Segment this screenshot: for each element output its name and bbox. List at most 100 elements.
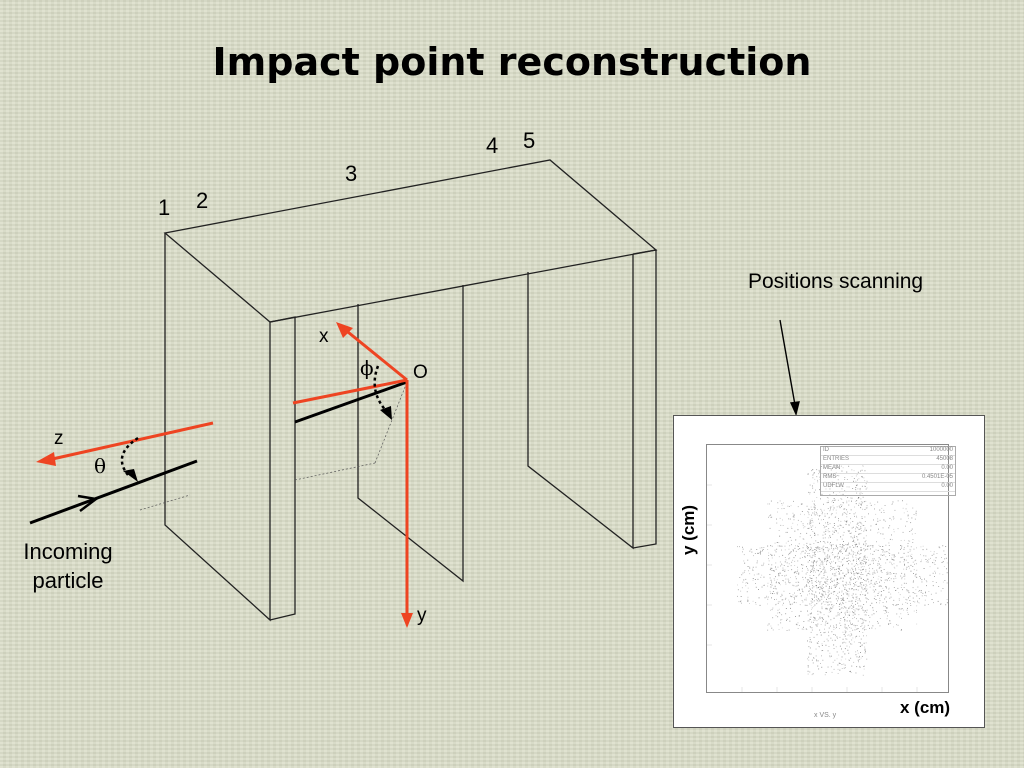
- scatter-dot: [823, 601, 825, 603]
- scatter-dot: [806, 545, 807, 546]
- scatter-dot: [842, 544, 844, 545]
- scatter-dot: [862, 619, 864, 621]
- scatter-dot: [840, 570, 842, 571]
- scatter-dot: [791, 603, 793, 605]
- scatter-dot: [770, 553, 771, 555]
- scatter-dot: [857, 602, 859, 604]
- scatter-dot: [844, 588, 846, 590]
- scatter-dot: [866, 578, 868, 580]
- scatter-dot: [814, 618, 816, 619]
- scatter-dot: [816, 469, 818, 471]
- phi-label: ϕ: [360, 356, 374, 380]
- scatter-dot: [853, 661, 855, 663]
- scatter-dot: [855, 572, 857, 574]
- scatter-dot: [858, 605, 860, 607]
- scatter-dot: [863, 548, 865, 550]
- scatter-dot: [862, 559, 864, 561]
- scatter-dot: [805, 585, 807, 587]
- scatter-dot: [914, 601, 916, 603]
- scatter-dot: [873, 550, 875, 552]
- scatter-dot: [810, 588, 811, 590]
- scatter-dot: [847, 594, 849, 596]
- scatter-dot: [844, 620, 846, 622]
- scatter-dot: [801, 588, 803, 590]
- scatter-dot: [824, 542, 826, 544]
- scatter-dot: [817, 665, 819, 667]
- scatter-dot: [837, 555, 838, 557]
- scatter-dot: [857, 498, 859, 499]
- scatter-dot: [800, 503, 802, 505]
- scatter-dot: [855, 503, 857, 505]
- scatter-dot: [804, 526, 806, 528]
- scatter-dot: [928, 558, 930, 560]
- scatter-dot: [878, 591, 880, 593]
- scatter-dot: [817, 509, 818, 511]
- scatter-dot: [819, 489, 821, 491]
- scatter-dot: [865, 543, 867, 545]
- scatter-dot: [806, 505, 808, 507]
- scatter-dot: [833, 499, 835, 501]
- scatter-dot: [846, 558, 848, 559]
- scatter-dot: [794, 592, 795, 594]
- scatter-dot: [809, 492, 811, 494]
- scatter-dot: [892, 501, 894, 503]
- scatter-dot: [834, 528, 836, 530]
- scatter-dot: [824, 631, 826, 633]
- scatter-dot: [853, 612, 855, 614]
- scatter-dot: [838, 505, 840, 507]
- scatter-dot: [819, 559, 821, 561]
- scatter-dot: [924, 604, 926, 606]
- scatter-dot: [767, 624, 769, 626]
- scatter-dot: [825, 476, 827, 478]
- page-title: Impact point reconstruction: [212, 40, 812, 84]
- scatter-dot: [793, 572, 795, 574]
- scatter-dot: [830, 558, 831, 560]
- scatter-dot: [823, 591, 825, 593]
- scatter-dot: [822, 620, 823, 622]
- scatter-dot: [816, 659, 817, 661]
- scatter-dot: [878, 528, 879, 530]
- scatter-dot: [827, 502, 829, 503]
- scatter-dot: [826, 601, 828, 603]
- scatter-dot: [866, 556, 868, 558]
- scatter-dot: [865, 507, 867, 509]
- scatter-dot: [820, 541, 821, 543]
- scatter-dot: [945, 546, 947, 547]
- scatter-dot: [827, 521, 829, 523]
- scatter-dot: [825, 547, 827, 548]
- scatter-dot: [867, 545, 869, 547]
- scatter-dot: [932, 562, 934, 564]
- scatter-dot: [768, 563, 770, 565]
- scatter-dot: [888, 612, 889, 613]
- scatter-dot: [900, 587, 902, 588]
- scatter-dot: [860, 657, 862, 659]
- scatter-dot: [837, 559, 839, 561]
- scatter-dot: [863, 543, 865, 545]
- scatter-dot: [820, 596, 822, 597]
- scatter-dot: [863, 544, 865, 546]
- scatter-dot: [857, 585, 859, 587]
- scatter-dot: [801, 503, 803, 505]
- scatter-dot: [814, 509, 816, 510]
- scatter-dot: [787, 540, 789, 542]
- scatter-dot: [834, 556, 835, 558]
- scatter-dot: [806, 542, 808, 544]
- scatter-dot: [899, 594, 901, 596]
- scatter-dot: [886, 607, 888, 608]
- scatter-dot: [811, 529, 813, 530]
- scatter-dot: [779, 500, 781, 502]
- scatter-dot: [851, 476, 853, 477]
- scatter-dot: [830, 582, 831, 583]
- scatter-dot: [789, 593, 791, 594]
- scatter-dot: [833, 593, 834, 595]
- scatter-dot: [865, 507, 867, 509]
- scatter-dot: [843, 617, 844, 618]
- scatter-dot: [885, 586, 887, 588]
- scatter-dot: [885, 556, 887, 558]
- scatter-dot: [816, 642, 818, 644]
- scatter-dot: [939, 573, 941, 575]
- scatter-dot: [879, 625, 881, 627]
- scatter-dot: [924, 599, 926, 601]
- scatter-dot: [820, 466, 822, 467]
- scatter-dot: [755, 602, 757, 604]
